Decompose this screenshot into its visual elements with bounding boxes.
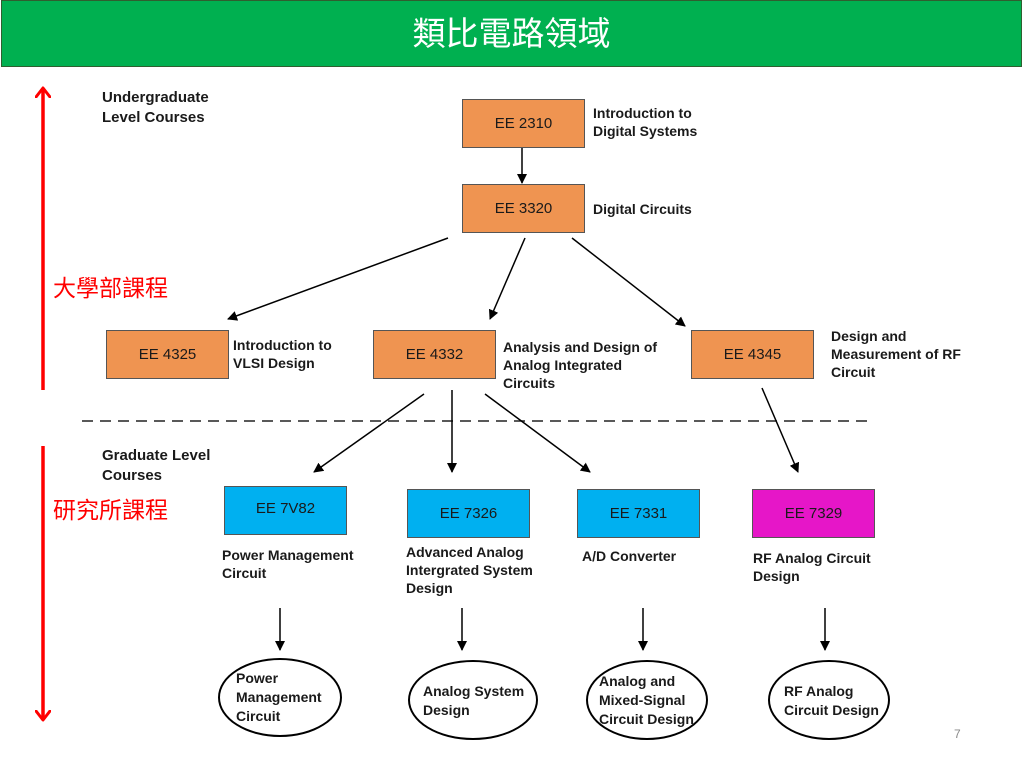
area-label-rf: RF Analog Circuit Design <box>784 683 879 718</box>
area-oval-mixed-signal <box>586 660 708 740</box>
course-box-ee7331: EE 7331 <box>577 489 700 538</box>
course-box-ee4345: EE 4345 <box>691 330 814 379</box>
course-name-ee4345: Design and Measurement of RF Circuit <box>831 328 961 380</box>
grad-zh-label: 研究所課程 <box>53 498 168 524</box>
area-label-power: Power Management Circuit <box>236 670 322 724</box>
page-title: 類比電路領域 <box>412 14 611 53</box>
page-number: 7 <box>954 727 961 741</box>
course-name-ee2310: Introduction to Digital Systems <box>593 105 698 139</box>
area-oval-analog-system <box>408 660 538 740</box>
course-name-ee7326: Advanced Analog Intergrated System Desig… <box>406 544 533 596</box>
undergrad-zh-label: 大學部課程 <box>53 276 168 302</box>
arrow-3320-4325 <box>227 237 449 321</box>
course-box-ee7326: EE 7326 <box>407 489 530 538</box>
course-box-ee3320: EE 3320 <box>462 184 585 233</box>
course-name-ee3320: Digital Circuits <box>593 201 692 217</box>
grad-heading: Graduate Level Courses <box>102 447 211 484</box>
course-box-ee4325: EE 4325 <box>106 330 229 379</box>
area-label-analog-system: Analog System Design <box>423 683 525 718</box>
arrow-4332-7331 <box>484 393 591 473</box>
undergrad-heading: Undergraduate Level Courses <box>102 89 209 126</box>
course-name-ee7329: RF Analog Circuit Design <box>753 550 871 584</box>
area-oval-rf <box>768 660 890 740</box>
title-bar: 類比電路領域 <box>1 0 1022 67</box>
course-name-ee7v82: Power Management Circuit <box>222 547 354 581</box>
arrow-4332-7v82 <box>313 393 425 473</box>
course-box-ee4332: EE 4332 <box>373 330 496 379</box>
area-label-mixed-signal: Analog and Mixed-Signal Circuit Design <box>599 673 694 727</box>
course-name-ee4332: Analysis and Design of Analog Integrated… <box>503 339 658 391</box>
arrow-4345-7329 <box>761 387 800 473</box>
course-name-ee4325: Introduction to VLSI Design <box>233 337 332 371</box>
course-box-ee7v82: EE 7V82 <box>224 486 347 535</box>
course-box-ee7329: EE 7329 <box>752 489 875 538</box>
arrow-3320-4332 <box>488 237 526 320</box>
area-oval-power <box>218 658 342 737</box>
arrow-3320-4345 <box>571 237 686 327</box>
course-name-ee7331: A/D Converter <box>582 548 677 564</box>
course-box-ee2310: EE 2310 <box>462 99 585 148</box>
